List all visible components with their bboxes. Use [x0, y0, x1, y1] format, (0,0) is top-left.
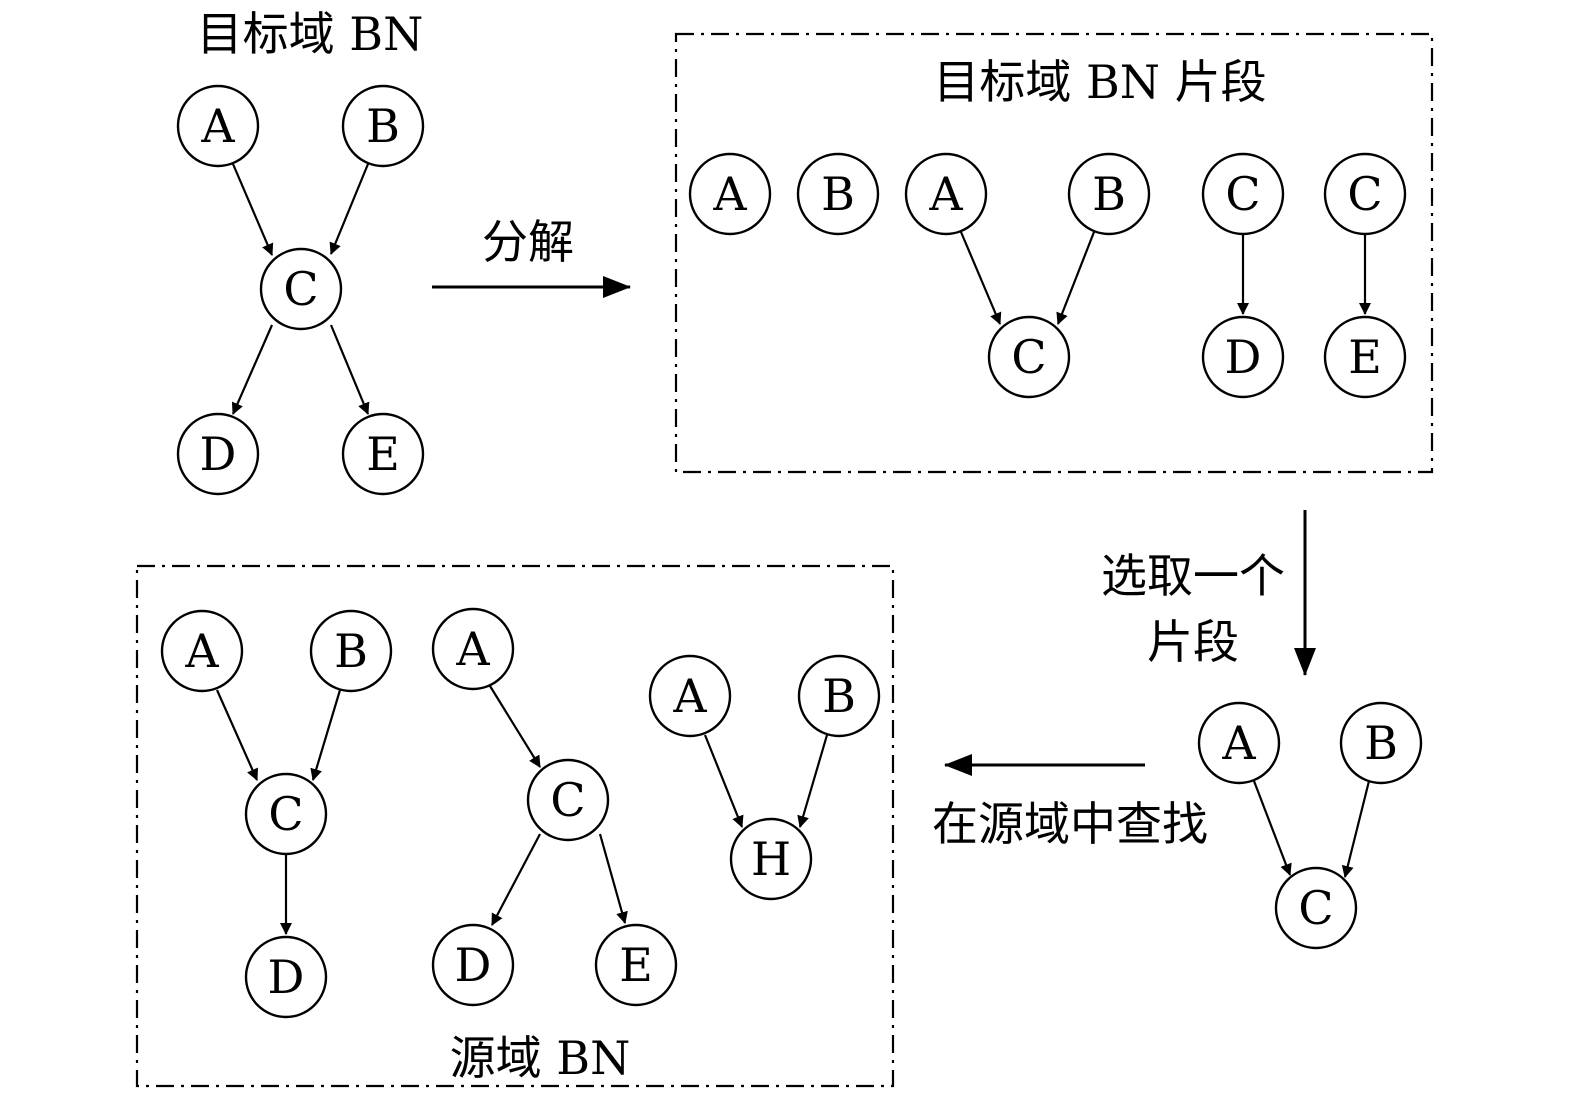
svg-text:C: C	[1225, 167, 1260, 221]
node-source2-c: C	[526, 758, 610, 842]
source-bn-edges	[215, 685, 829, 935]
svg-text:C: C	[283, 262, 318, 316]
svg-text:A: A	[1221, 716, 1256, 770]
svg-text:A: A	[672, 669, 707, 723]
svg-text:D: D	[1225, 330, 1262, 384]
source-bn-frame	[135, 564, 895, 1088]
target-fragments-label: 目标域 BN 片段	[933, 55, 1266, 109]
edge-t-a-c	[231, 163, 274, 256]
target-fragments-frame	[674, 32, 1434, 474]
svg-text:B: B	[822, 669, 856, 723]
svg-text:E: E	[1348, 330, 1382, 384]
svg-text:A: A	[712, 167, 747, 221]
edge-s1-b-c	[310, 689, 342, 781]
node-fragment5-e: E	[1323, 315, 1407, 399]
node-source2-a: A	[431, 607, 515, 691]
node-fragment2-b: B	[796, 152, 880, 236]
svg-text:C: C	[550, 773, 585, 827]
node-selected-a: A	[1197, 701, 1281, 785]
svg-text:C: C	[268, 787, 303, 841]
node-fragment3-a: A	[904, 152, 988, 236]
svg-text:C: C	[1347, 167, 1382, 221]
node-source3-h: H	[729, 817, 813, 901]
select-label-line2: 片段	[1147, 615, 1239, 669]
node-source3-a: A	[648, 654, 732, 738]
edge-f3-b-c	[1056, 231, 1096, 325]
edge-s2-c-d	[491, 833, 541, 926]
edge-s3-a-h	[703, 734, 744, 828]
edge-t-c-d	[231, 324, 274, 415]
svg-text:E: E	[619, 938, 653, 992]
svg-text:B: B	[366, 99, 400, 153]
node-target-d: D	[176, 412, 260, 496]
svg-text:B: B	[1364, 716, 1398, 770]
search-source-label: 在源域中查找	[932, 797, 1208, 851]
edge-s3-b-h	[797, 734, 829, 828]
node-source1-a: A	[160, 609, 244, 693]
edge-s2-a-c	[489, 685, 541, 768]
decompose-label: 分解	[482, 215, 574, 269]
fragment-edges	[959, 231, 1371, 325]
node-fragment3-b: B	[1067, 152, 1151, 236]
node-fragment4-d: D	[1201, 315, 1285, 399]
svg-text:A: A	[200, 99, 235, 153]
target-bn-label: 目标域 BN	[197, 7, 424, 61]
svg-text:A: A	[928, 167, 963, 221]
target-bn-edges	[231, 163, 370, 415]
node-source1-d: D	[244, 935, 328, 1019]
node-selected-c: C	[1274, 866, 1358, 950]
node-fragment4-c: C	[1201, 152, 1285, 236]
edge-sel-b-c	[1341, 780, 1371, 878]
node-source1-c: C	[244, 772, 328, 856]
svg-text:C: C	[1298, 881, 1333, 935]
edge-s1-a-c	[215, 689, 259, 781]
edge-s2-c-e	[598, 833, 628, 924]
edge-sel-a-c	[1252, 780, 1292, 876]
node-source1-b: B	[309, 609, 393, 693]
node-fragment5-c: C	[1323, 152, 1407, 236]
svg-text:D: D	[268, 950, 305, 1004]
node-fragment1-a: A	[688, 152, 772, 236]
svg-text:B: B	[1092, 167, 1126, 221]
selected-fragment-edges	[1252, 780, 1371, 878]
svg-text:A: A	[184, 624, 219, 678]
svg-text:B: B	[334, 624, 368, 678]
svg-text:C: C	[1011, 330, 1046, 384]
node-fragment3-c: C	[987, 315, 1071, 399]
svg-text:D: D	[455, 938, 492, 992]
node-source3-b: B	[797, 654, 881, 738]
node-target-a: A	[176, 84, 260, 168]
edge-t-c-e	[329, 324, 370, 415]
node-source2-d: D	[431, 923, 515, 1007]
node-target-b: B	[341, 84, 425, 168]
svg-text:B: B	[821, 167, 855, 221]
node-selected-b: B	[1339, 701, 1423, 785]
edge-f3-a-c	[959, 231, 1002, 325]
source-bn-label: 源域 BN	[450, 1031, 631, 1085]
select-label-line1: 选取一个	[1101, 549, 1285, 603]
node-target-e: E	[341, 412, 425, 496]
svg-text:H: H	[751, 832, 791, 886]
node-source2-e: E	[594, 923, 678, 1007]
svg-text:E: E	[366, 427, 400, 481]
edge-t-b-c	[329, 163, 370, 255]
node-target-c: C	[259, 247, 343, 331]
svg-text:A: A	[455, 622, 490, 676]
svg-text:D: D	[200, 427, 237, 481]
